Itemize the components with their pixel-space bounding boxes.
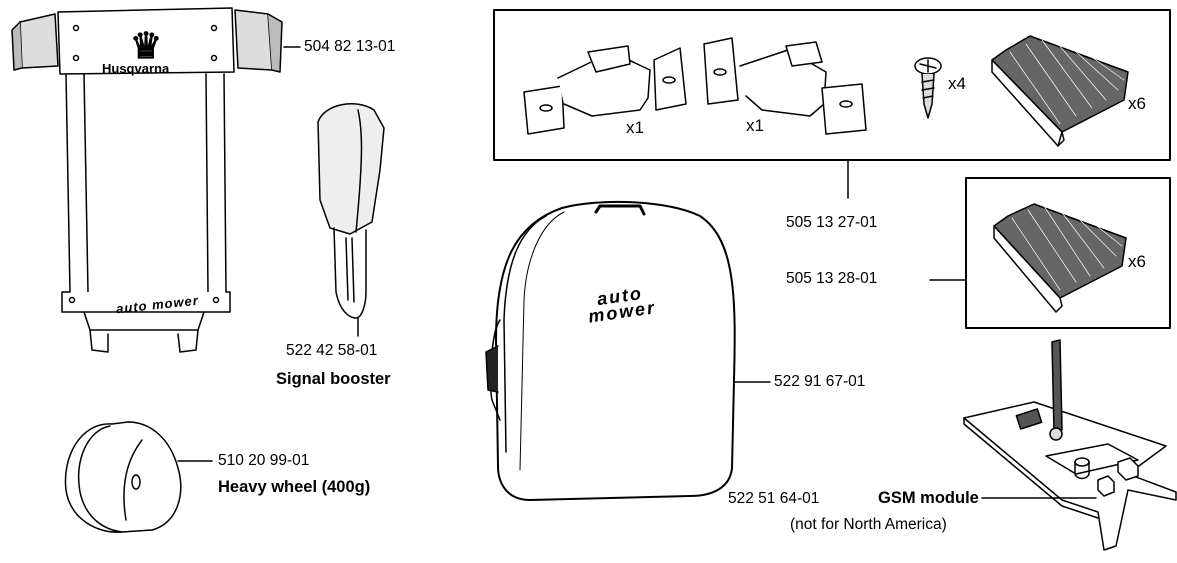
husqvarna-crown-icon: ♛: [130, 25, 162, 66]
brush-drawing-kit: [991, 35, 1129, 147]
brush-kit-brush-qty: x6: [1128, 94, 1146, 113]
gsm-module-drawing: [963, 339, 1177, 551]
heavy-wheel-name: Heavy wheel (400g): [218, 478, 371, 496]
brush-set-brush-qty: x6: [1128, 252, 1146, 271]
carry-bag-part-number: 522 91 67-01: [774, 373, 866, 390]
bracket-right-drawing: [703, 37, 867, 135]
gsm-module-note: (not for North America): [790, 516, 947, 533]
gsm-module-name: GSM module: [878, 489, 979, 507]
brush-kit-part-number: 505 13 27-01: [786, 214, 878, 231]
bracket-left-qty: x1: [626, 118, 644, 137]
brush-set-box: [965, 177, 1171, 329]
charging-plate-part-number: 504 82 13-01: [304, 38, 396, 55]
signal-booster-part-number: 522 42 58-01: [286, 342, 378, 359]
charging-plate-drawing: [11, 7, 283, 353]
screw-drawing: [914, 57, 942, 119]
brush-kit-box: [493, 9, 1171, 161]
heavy-wheel-part-number: 510 20 99-01: [218, 452, 310, 469]
bracket-left-drawing: [523, 45, 687, 135]
brush-set-part-number: 505 13 28-01: [786, 270, 878, 287]
husqvarna-logo-text: Husqvarna: [102, 61, 170, 76]
screw-qty: x4: [948, 74, 966, 93]
heavy-wheel-drawing: [64, 421, 182, 533]
signal-booster-drawing: [317, 103, 385, 319]
gsm-module-part-number: 522 51 64-01: [728, 490, 820, 507]
carry-bag-drawing: [485, 200, 736, 501]
signal-booster-name: Signal booster: [276, 370, 391, 388]
brush-drawing-set: [993, 203, 1127, 313]
bracket-right-qty: x1: [746, 116, 764, 135]
